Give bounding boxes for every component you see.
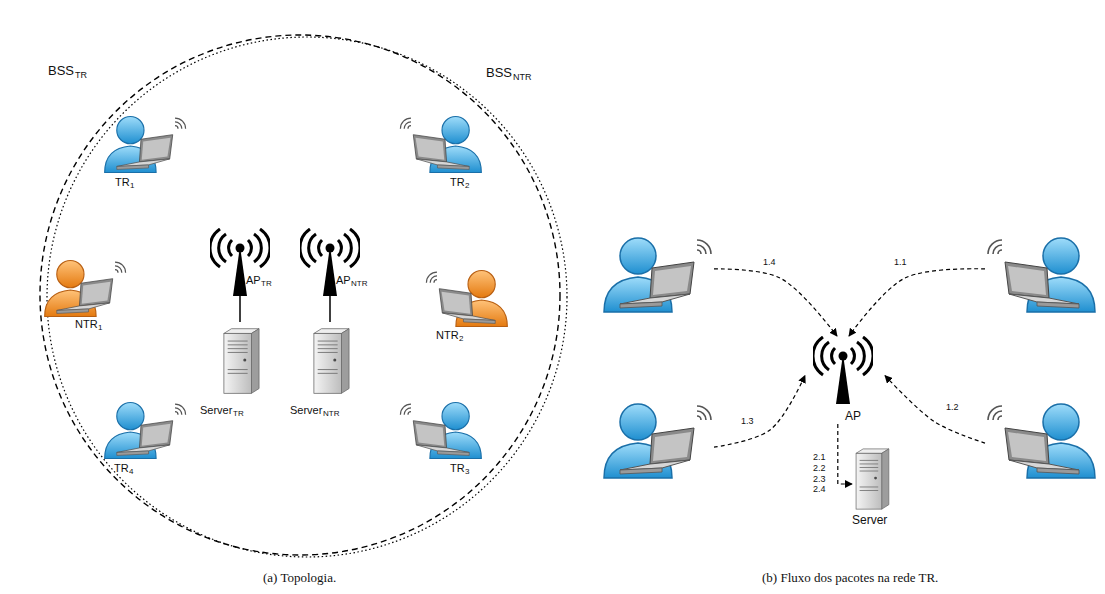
node-label: AP [845, 410, 861, 424]
subscript: NTR [323, 410, 339, 419]
server-name: Server [290, 404, 322, 416]
flow-step-number: 1.3 [740, 416, 755, 427]
subscript: NTR [513, 73, 532, 83]
subscript: 2 [465, 182, 469, 191]
bss-name: BSS [48, 64, 74, 78]
ap-server-link [239, 296, 241, 322]
server-icon [224, 329, 259, 394]
bss-tr-boundary [40, 35, 560, 555]
packet-flow-arrow [714, 376, 805, 448]
packet-flow-arrow [838, 424, 852, 484]
tr-station-icon [400, 117, 481, 173]
tr-station-icon [105, 403, 186, 459]
server-icon [314, 329, 349, 394]
subscript: NTR [351, 280, 367, 289]
ap-server-link [329, 296, 331, 322]
subscript: 3 [465, 468, 469, 477]
user-station-icon [985, 232, 1101, 314]
station-name: NTR [436, 329, 459, 341]
station-name: TR [115, 176, 130, 188]
user-station [598, 232, 714, 314]
node-label: Server [852, 514, 887, 528]
user-station [985, 398, 1101, 480]
packet-flow-arrow [714, 269, 837, 336]
subscript: TR [261, 280, 272, 289]
subscript: 4 [129, 468, 133, 477]
server: Server [852, 448, 898, 528]
user-station-icon [985, 398, 1101, 480]
tr-station-icon [400, 403, 481, 459]
user-station-icon [598, 232, 714, 314]
tr-station-icon [105, 117, 186, 173]
ap-name: AP [246, 274, 261, 286]
subscript: TR [233, 410, 244, 419]
subscript: 2 [459, 335, 463, 344]
station-name: TR [450, 462, 465, 474]
access-point: AP [805, 336, 885, 424]
packet-flow-arrow [849, 269, 985, 336]
server-icon [852, 448, 890, 510]
bss-name: BSS [486, 66, 512, 80]
user-station-icon [598, 398, 714, 480]
subscript: 1 [130, 182, 134, 191]
bss-ntr-boundary [47, 37, 567, 557]
figure-caption: (a) Topologia. [263, 571, 336, 585]
flow-step-number: 1.4 [762, 257, 777, 268]
access-point-icon [805, 336, 873, 406]
station-name: TR [114, 462, 129, 474]
flow-step-number: 2.1 2.2 2.3 2.4 [812, 452, 834, 495]
ntr-station-icon [45, 261, 126, 317]
subscript: TR [75, 71, 87, 81]
figure-caption: (b) Fluxo dos pacotes na rede TR. [762, 571, 938, 585]
subscript: 1 [98, 324, 102, 333]
server-name: Server [200, 404, 232, 416]
station-name: TR [450, 176, 465, 188]
user-station [598, 398, 714, 480]
station-name: NTR [75, 318, 98, 330]
packet-flow-arrow [885, 376, 985, 444]
flow-step-number: 1.1 [893, 257, 908, 268]
flow-step-number: 1.2 [945, 402, 960, 413]
user-station [985, 232, 1101, 314]
ap-name: AP [336, 274, 351, 286]
ntr-station-icon [426, 271, 507, 327]
